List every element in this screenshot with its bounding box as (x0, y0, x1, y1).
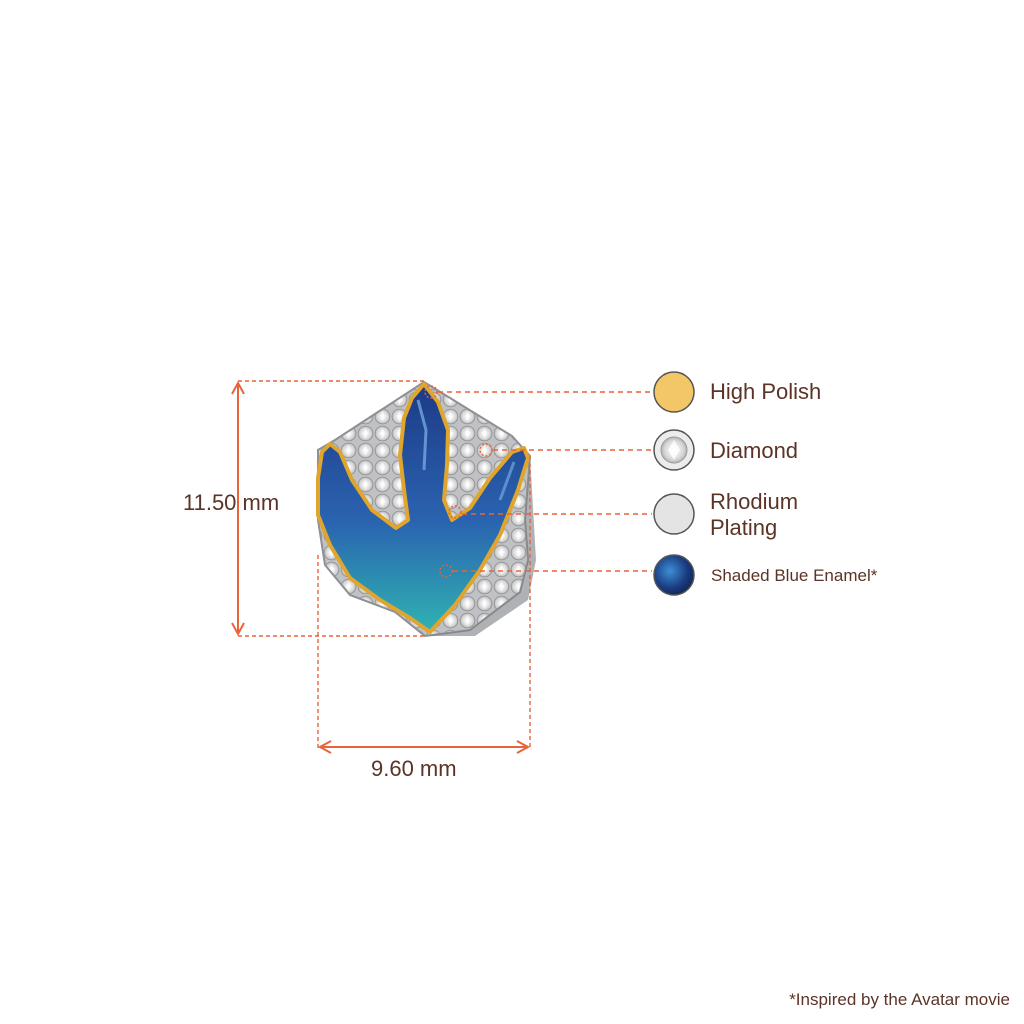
leader-lines (424, 385, 652, 578)
legend-label-high-polish: High Polish (710, 379, 822, 404)
enamel-highlight (416, 399, 428, 471)
width-dimension-label: 9.60 mm (371, 756, 457, 781)
high-polish-swatch (653, 371, 695, 413)
shaded-blue-enamel-swatch (653, 554, 695, 596)
legend-label-diamond: Diamond (710, 438, 799, 463)
height-dimension-label: 11.50 mm (183, 490, 280, 515)
width-dimension (317, 456, 531, 754)
enamel-highlight-right (498, 461, 516, 501)
legend-label-shaded-blue-enamel: Shaded Blue Enamel* (711, 566, 878, 585)
legend-label-rhodium-plating: Rhodium Plating (710, 489, 799, 540)
rhodium-plating-swatch (653, 493, 695, 535)
earring-illustration (316, 380, 536, 638)
height-dimension (231, 380, 425, 637)
diamond-swatch (653, 429, 695, 471)
legend-swatches (653, 371, 695, 596)
footnote: *Inspired by the Avatar movie (789, 990, 1010, 1009)
